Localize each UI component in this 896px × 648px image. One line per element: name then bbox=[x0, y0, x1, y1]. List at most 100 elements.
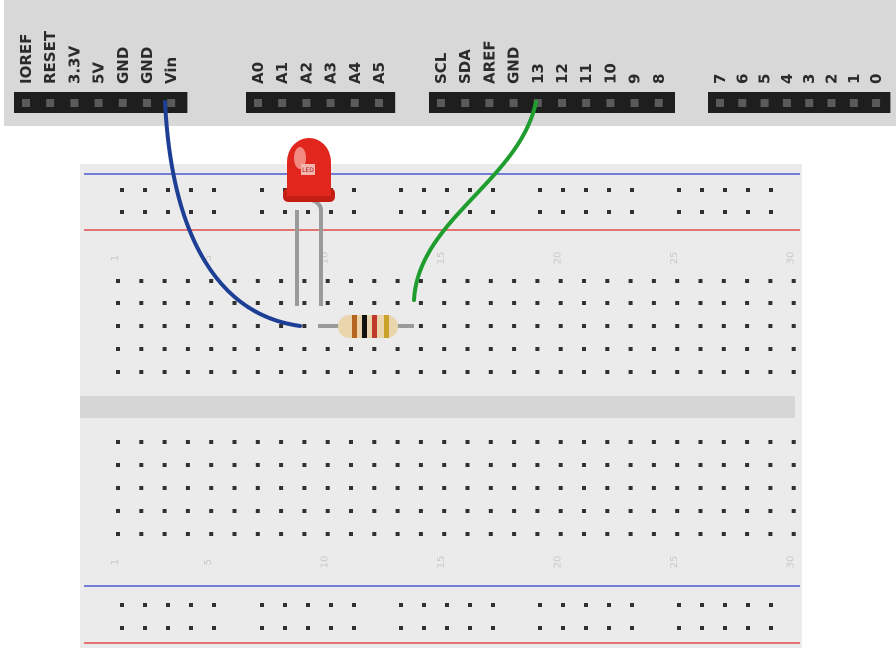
breadboard-hole bbox=[143, 188, 147, 192]
breadboard-hole bbox=[372, 279, 377, 283]
breadboard-hole bbox=[561, 188, 565, 192]
breadboard-hole bbox=[745, 370, 750, 374]
breadboard-hole bbox=[399, 626, 403, 630]
breadboard-hole bbox=[325, 279, 330, 283]
breadboard-hole bbox=[139, 370, 144, 374]
breadboard-hole bbox=[558, 532, 563, 536]
breadboard-hole bbox=[189, 188, 193, 192]
breadboard-hole bbox=[445, 188, 449, 192]
breadboard-hole bbox=[279, 509, 284, 513]
breadboard-hole bbox=[302, 463, 307, 467]
breadboard-hole bbox=[372, 440, 377, 444]
breadboard-hole bbox=[468, 210, 472, 214]
breadboard-hole bbox=[700, 188, 704, 192]
pin13-wire bbox=[412, 100, 538, 302]
breadboard-hole bbox=[212, 188, 216, 192]
header-pin bbox=[167, 99, 176, 107]
breadboard-hole bbox=[675, 509, 680, 513]
breadboard-hole bbox=[651, 486, 656, 490]
pin-label: SCL bbox=[432, 52, 450, 84]
breadboard-hole bbox=[721, 324, 726, 328]
breadboard-hole bbox=[372, 486, 377, 490]
breadboard-hole bbox=[769, 626, 773, 630]
breadboard-hole bbox=[279, 486, 284, 490]
breadboard-hole bbox=[232, 347, 237, 351]
column-number: 20 bbox=[553, 252, 564, 265]
breadboard-hole bbox=[535, 463, 540, 467]
breadboard-hole bbox=[306, 210, 310, 214]
pin-label: 7 bbox=[711, 74, 729, 84]
breadboard-hole bbox=[561, 210, 565, 214]
breadboard-hole bbox=[325, 301, 330, 305]
breadboard-hole bbox=[325, 463, 330, 467]
breadboard-hole bbox=[139, 279, 144, 283]
header-pin bbox=[254, 99, 262, 107]
breadboard-hole bbox=[162, 324, 167, 328]
column-number: 25 bbox=[669, 252, 680, 265]
breadboard-hole bbox=[558, 324, 563, 328]
breadboard-hole bbox=[791, 301, 796, 305]
breadboard-hole bbox=[675, 301, 680, 305]
pin-label: GND bbox=[138, 47, 156, 84]
breadboard-hole bbox=[422, 603, 426, 607]
breadboard-hole bbox=[399, 188, 403, 192]
header-pin bbox=[350, 99, 359, 107]
breadboard-hole bbox=[468, 188, 472, 192]
breadboard-hole bbox=[535, 301, 540, 305]
breadboard-hole bbox=[302, 279, 307, 283]
breadboard-hole bbox=[442, 509, 447, 513]
breadboard-hole bbox=[325, 440, 330, 444]
breadboard-hole bbox=[746, 210, 750, 214]
breadboard-hole bbox=[185, 279, 190, 283]
header-pin bbox=[738, 99, 747, 107]
breadboard-hole bbox=[538, 603, 542, 607]
pin-label: GND bbox=[114, 47, 132, 84]
breadboard-hole bbox=[584, 626, 588, 630]
breadboard-hole bbox=[139, 301, 144, 305]
breadboard-hole bbox=[651, 370, 656, 374]
breadboard-hole bbox=[582, 486, 586, 490]
breadboard-hole bbox=[418, 509, 423, 513]
breadboard-hole bbox=[582, 463, 586, 467]
breadboard-hole bbox=[232, 463, 237, 467]
breadboard-hole bbox=[395, 370, 400, 374]
breadboard-hole bbox=[651, 509, 656, 513]
resistor-band-2 bbox=[362, 315, 367, 338]
header-pin bbox=[278, 99, 287, 107]
breadboard-hole bbox=[488, 370, 493, 374]
breadboard-hole bbox=[255, 301, 260, 305]
breadboard-hole bbox=[399, 603, 403, 607]
breadboard-hole bbox=[512, 463, 517, 467]
breadboard-hole bbox=[279, 279, 284, 283]
breadboard-hole bbox=[185, 301, 190, 305]
column-number: 25 bbox=[669, 556, 680, 569]
breadboard-hole bbox=[698, 324, 703, 328]
breadboard-hole bbox=[139, 440, 144, 444]
breadboard-hole bbox=[582, 509, 586, 513]
breadboard-hole bbox=[395, 532, 400, 536]
breadboard-hole bbox=[558, 463, 563, 467]
breadboard-hole bbox=[465, 440, 470, 444]
header-pin bbox=[872, 99, 881, 107]
breadboard-hole bbox=[488, 301, 493, 305]
breadboard-hole bbox=[698, 347, 703, 351]
breadboard-hole bbox=[352, 210, 356, 214]
breadboard-hole bbox=[349, 440, 353, 444]
breadboard-hole bbox=[768, 370, 773, 374]
breadboard-hole bbox=[302, 370, 307, 374]
pin-label: 5 bbox=[756, 74, 774, 84]
breadboard-hole bbox=[535, 532, 540, 536]
breadboard-hole bbox=[675, 279, 680, 283]
breadboard-hole bbox=[209, 347, 214, 351]
breadboard-hole bbox=[651, 324, 656, 328]
breadboard-hole bbox=[721, 509, 726, 513]
breadboard-hole bbox=[561, 626, 565, 630]
breadboard-hole bbox=[302, 301, 307, 305]
breadboard-hole bbox=[630, 603, 634, 607]
breadboard-hole bbox=[605, 486, 610, 490]
breadboard-hole bbox=[745, 509, 750, 513]
pin-label: 2 bbox=[823, 74, 841, 84]
